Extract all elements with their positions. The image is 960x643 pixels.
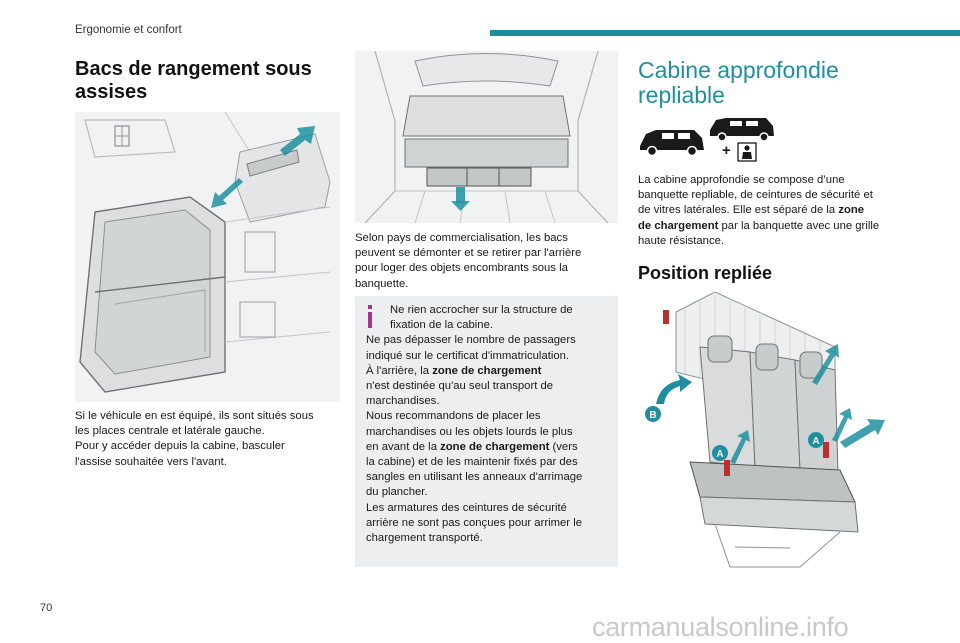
- text-line: la cabine) et de les maintenir fixés par…: [366, 456, 578, 469]
- text-line: chargement transporté.: [366, 532, 483, 545]
- title-line: assises: [75, 81, 148, 103]
- label-a: A: [812, 436, 819, 447]
- text-line: indiqué sur le certificat d'immatriculat…: [366, 349, 570, 362]
- label-a: A: [716, 449, 723, 460]
- info-box: [355, 296, 618, 567]
- text-line: Selon pays de commercialisation, les bac…: [355, 232, 568, 244]
- text-line: en avant de la zone de chargement (vers: [366, 440, 610, 455]
- title-line: Cabine approfondie: [638, 57, 839, 83]
- plus-sign: +: [722, 142, 731, 159]
- label-a-marker: A: [712, 445, 728, 461]
- removal-paragraph: Selon pays de commercialisation, les bac…: [355, 231, 618, 292]
- text-line: sangles en utilisant les anneaux d'arrim…: [366, 471, 583, 484]
- text-line: Nous recommandons de placer les: [366, 410, 541, 423]
- van-long-icon: [710, 118, 774, 142]
- title-line: Bacs de rangement sous: [75, 58, 312, 80]
- text-span: par la banquette avec une grille: [718, 219, 880, 232]
- label-b-marker: B: [645, 406, 661, 422]
- rear-removal-drawing: [364, 50, 609, 224]
- section-title-storage-bins: Bacs de rangement sous assises: [75, 58, 335, 104]
- storage-bins-illustration: [75, 111, 340, 402]
- vehicle-versions-icons: [638, 116, 778, 164]
- passenger-option-icon: [737, 142, 757, 162]
- section-title-folded-position: Position repliée: [638, 263, 773, 283]
- text-line: fixation de la cabine.: [390, 319, 493, 332]
- text-line: La cabine approfondie se compose d’une: [638, 174, 845, 186]
- label-b: B: [649, 410, 656, 421]
- text-span: de vitres latérales. Elle est séparé de …: [638, 204, 839, 217]
- emphasis-loading-zone: zone de chargement: [440, 440, 550, 453]
- text-line: Pour y accéder depuis la cabine, bascule…: [75, 440, 285, 453]
- section-title-folding-cabin: Cabine approfondie repliable: [638, 58, 928, 108]
- text-line: de chargement par la banquette avec une …: [638, 219, 918, 234]
- van-short-icon: [640, 130, 704, 157]
- header-section-title: Ergonomie et confort: [75, 24, 182, 36]
- text-line: Ne rien accrocher sur la structure de: [390, 304, 573, 316]
- text-line: Ne pas dépasser le nombre de passagers: [366, 334, 576, 347]
- info-box-text: Ne rien accrocher sur la structure de fi…: [366, 303, 610, 546]
- text-line: les places centrale et latérale gauche.: [75, 425, 265, 438]
- text-line: de vitres latérales. Elle est séparé de …: [638, 203, 918, 218]
- text-line: l'assise souhaitée vers l'avant.: [75, 455, 227, 468]
- text-line: marchandises ou les objets lourds le plu…: [366, 425, 573, 438]
- text-line: n'est destinée qu'au seul transport de: [366, 380, 554, 393]
- text-line: Si le véhicule en est équipé, ils sont s…: [75, 410, 314, 422]
- text-line: haute résistance.: [638, 234, 725, 247]
- emphasis-zone: zone: [838, 204, 865, 217]
- text-span: À l'arrière, la: [366, 364, 433, 377]
- text-line: Les armatures des ceintures de sécurité: [366, 501, 567, 514]
- text-line: banquette.: [355, 277, 409, 290]
- page-number: 70: [40, 602, 53, 614]
- text-line: banquette repliable, de ceintures de séc…: [638, 189, 873, 202]
- storage-bins-drawing: [79, 111, 331, 393]
- text-line: À l'arrière, la zone de chargement: [366, 364, 610, 379]
- emphasis-loading: de chargement: [638, 219, 719, 232]
- title-line: repliable: [638, 82, 725, 108]
- rear-removal-illustration: [355, 50, 618, 224]
- text-span: en avant de la: [366, 440, 441, 453]
- folding-cabin-paragraph: La cabine approfondie se compose d’une b…: [638, 173, 918, 249]
- info-icon: [363, 304, 381, 330]
- header-accent-bar: [490, 30, 960, 36]
- text-line: pour loger des objets encombrants sous l…: [355, 262, 568, 275]
- text-line: du plancher.: [366, 486, 428, 499]
- text-line: marchandises.: [366, 395, 440, 408]
- folded-bench-illustration: B A A: [640, 291, 890, 572]
- label-a-marker: A: [808, 432, 824, 448]
- storage-bins-paragraph: Si le véhicule en est équipé, ils sont s…: [75, 409, 340, 470]
- emphasis-loading-zone: zone de chargement: [432, 364, 542, 377]
- text-line: peuvent se démonter et se retirer par l'…: [355, 247, 582, 260]
- text-span: (vers: [549, 440, 578, 453]
- text-line: arrière ne sont pas conçues pour arrimer…: [366, 516, 582, 529]
- folded-bench-drawing: B A A: [645, 291, 885, 568]
- watermark: carmanualsonline.info: [592, 612, 849, 642]
